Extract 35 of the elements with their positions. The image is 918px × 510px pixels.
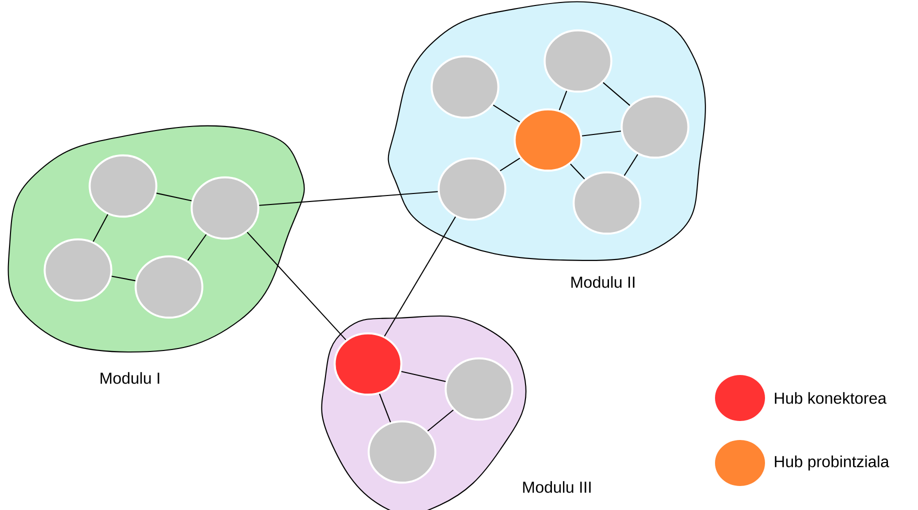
connection-line [492,104,520,122]
hub-node [514,108,582,172]
connection-line [259,191,438,206]
connection-line [582,130,622,136]
network-node [88,154,158,218]
legend-label: Hub probintziala [774,456,890,470]
network-node [190,176,260,240]
network-node [444,357,514,421]
connection-line [92,214,108,242]
network-node [620,95,690,159]
connection-line [112,276,136,282]
connection-line [156,192,192,202]
module-label: Modulu II [571,276,634,288]
legend-label: Hub konektorea [774,392,887,404]
network-node [572,171,642,235]
network-node [44,238,112,302]
network-node [134,255,204,319]
connection-line [624,154,638,176]
connection-line [427,410,454,432]
connection-line [401,370,446,382]
network-node [368,420,436,484]
connection-line [570,164,585,180]
network-node [430,55,500,119]
module-label: Modulu III [523,481,591,493]
connection-line [187,234,207,261]
hub-node [334,332,402,396]
connection-line [246,232,346,340]
connection-line [384,216,456,336]
connection-line [558,90,568,110]
network-node [544,29,612,93]
module-label: Modulu I [100,372,160,384]
connection-line [500,158,520,172]
network-node [438,157,506,221]
connection-line [602,82,630,106]
connection-line [379,394,391,422]
